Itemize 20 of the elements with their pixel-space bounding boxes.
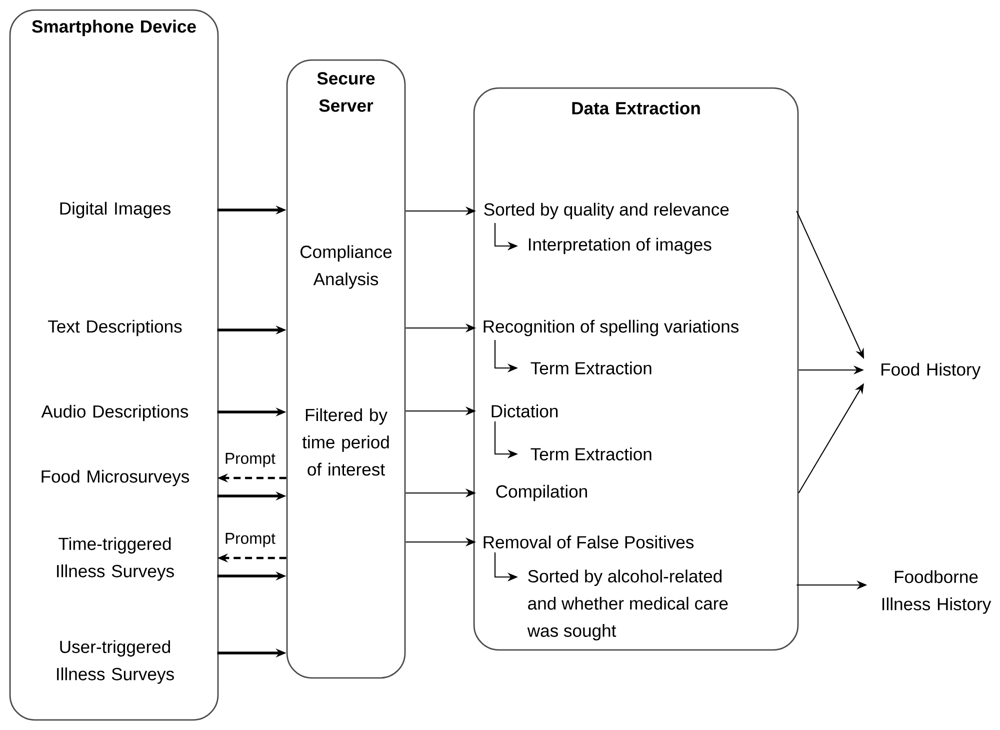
source-label: Food Microsurveys bbox=[42, 470, 190, 486]
step-label: Recognition of spelling variations bbox=[484, 320, 739, 336]
source-label: Digital Images bbox=[60, 202, 170, 218]
source-label: Audio Descriptions bbox=[41, 404, 188, 422]
server-box: Secure Server Compliance Analysis Filtered by time period of interest bbox=[286, 59, 406, 679]
step-label: Interpretation of images bbox=[528, 238, 712, 254]
output-label: Foodborne Illness History bbox=[882, 570, 992, 614]
step-label: Dictation bbox=[492, 404, 558, 418]
step-label: Sorted by quality and relevance bbox=[484, 202, 729, 220]
source-label: User-triggered Illness Surveys bbox=[57, 640, 174, 684]
step-label: Compilation bbox=[496, 484, 587, 502]
step-label: Term Extraction bbox=[530, 448, 652, 460]
source-label: Text Descriptions bbox=[48, 320, 182, 336]
output-label: Food History bbox=[882, 362, 981, 380]
step-label: Sorted by alcohol-related and whether medical care was sought bbox=[527, 570, 728, 640]
source-label: Time-triggered Illness Surveys bbox=[57, 537, 174, 581]
edge-label: Prompt bbox=[222, 531, 278, 549]
step-label: Term Extraction bbox=[530, 362, 652, 374]
edge-label: Prompt bbox=[222, 451, 278, 469]
step-label: Removal of False Positives bbox=[484, 536, 694, 548]
